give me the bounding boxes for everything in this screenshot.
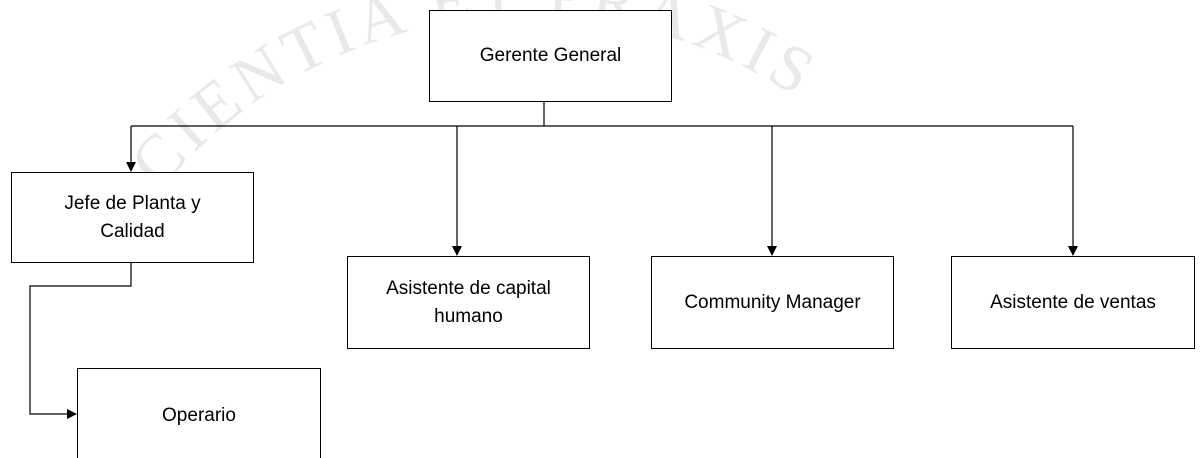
node-label: Gerente General [479, 45, 622, 67]
node-operario: Operario [77, 368, 321, 458]
node-label: Jefe de Planta y [64, 192, 201, 214]
node-label: Community Manager [684, 291, 861, 313]
node-community-manager: Community Manager [651, 256, 894, 349]
node-label: Calidad [100, 220, 165, 242]
node-label: Asistente de ventas [990, 291, 1156, 313]
node-label: humano [434, 305, 503, 327]
edge-jefe-to-operario [29, 263, 132, 419]
node-label: Asistente de capital [386, 277, 551, 299]
node-jefe-de-planta: Jefe de Planta y Calidad [11, 172, 254, 263]
node-label: Operario [162, 404, 236, 426]
node-gerente-general: Gerente General [429, 10, 672, 102]
node-asistente-capital-humano: Asistente de capital humano [347, 256, 590, 349]
node-asistente-de-ventas: Asistente de ventas [951, 256, 1195, 349]
